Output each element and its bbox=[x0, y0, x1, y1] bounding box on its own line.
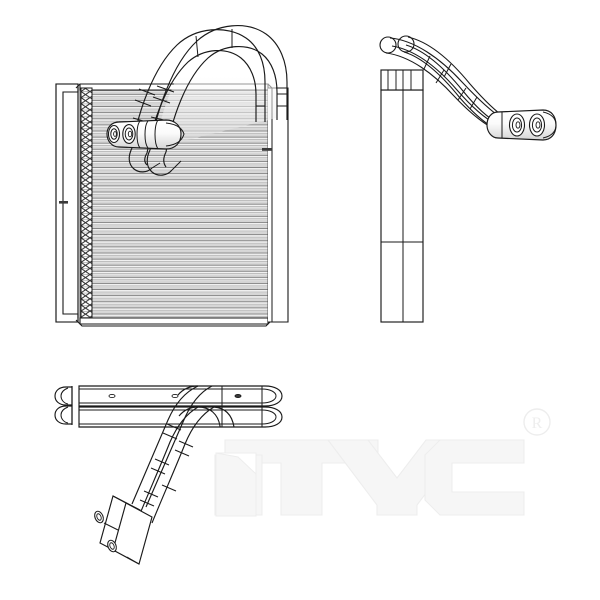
side-port-a bbox=[508, 113, 526, 137]
flange-boss-upper bbox=[94, 510, 104, 524]
tube-loop bbox=[128, 25, 288, 176]
connector-block bbox=[106, 119, 185, 150]
top-view bbox=[54, 385, 283, 565]
manifold-elbow bbox=[197, 406, 235, 428]
core-body bbox=[380, 69, 424, 323]
mounting-flange bbox=[94, 495, 153, 565]
registered-mark-letter: R bbox=[532, 415, 543, 432]
right-bracket-tab bbox=[262, 148, 272, 151]
front-view bbox=[55, 25, 289, 327]
side-view bbox=[379, 35, 557, 323]
core-upper-collar bbox=[380, 69, 424, 91]
side-port-b bbox=[528, 113, 546, 137]
tube-marker-3 bbox=[234, 393, 242, 399]
watermark-letter-c bbox=[424, 439, 525, 516]
registered-trademark-icon: R bbox=[523, 408, 551, 436]
port-fitting bbox=[486, 109, 557, 141]
tube-cap-rear bbox=[379, 36, 397, 54]
core-bottom-cap bbox=[79, 317, 269, 325]
side-plate-zigzag bbox=[77, 87, 93, 319]
tube-marker-1 bbox=[108, 393, 116, 399]
outlet-manifold bbox=[131, 385, 215, 524]
twin-tubes bbox=[379, 35, 507, 131]
connector-port-a bbox=[107, 124, 121, 144]
tyc-watermark: R bbox=[214, 408, 551, 517]
watermark-notch bbox=[215, 452, 257, 476]
left-bracket-tab bbox=[59, 201, 68, 204]
flange-boss-lower bbox=[107, 539, 117, 553]
parallel-tubes bbox=[78, 385, 283, 428]
tube-marker-2 bbox=[171, 393, 179, 399]
return-bends bbox=[54, 386, 80, 425]
right-bracket bbox=[262, 87, 289, 323]
connector-port-b bbox=[122, 124, 136, 144]
